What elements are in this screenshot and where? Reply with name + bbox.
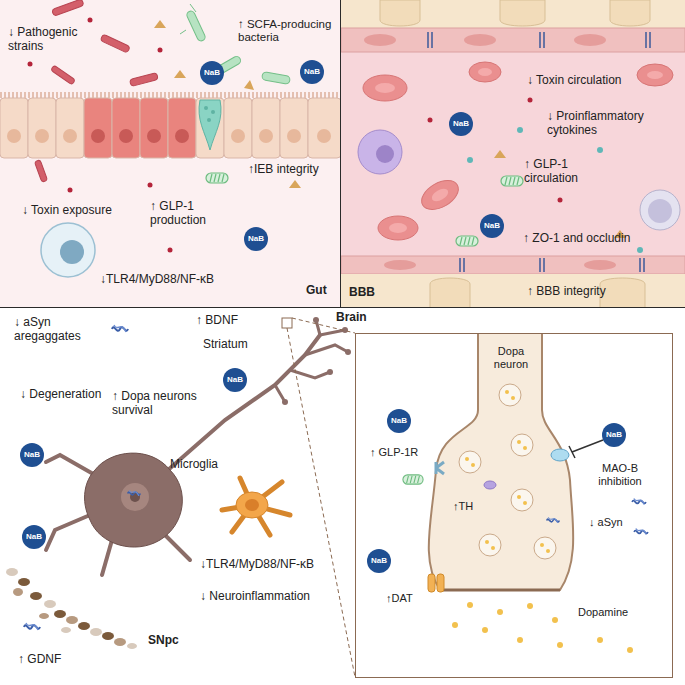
nab-label: NaB: [304, 67, 320, 76]
effect-label: ↑TH: [453, 500, 473, 513]
nab-circle: NaB: [244, 227, 268, 251]
nab-label: NaB: [484, 221, 500, 230]
gut-art: [0, 0, 341, 308]
nab-circle: NaB: [387, 409, 411, 433]
nab-label: NaB: [248, 234, 264, 243]
effect-label: ↑IEB integrity: [248, 163, 319, 177]
effect-label: ↑ GDNF: [18, 653, 61, 667]
nab-label: NaB: [606, 430, 622, 439]
effect-label: ↓ Pathogenic strains: [8, 26, 86, 54]
effect-label: ↑ BBB integrity: [527, 285, 606, 299]
bbb-art: [341, 0, 685, 308]
nab-label: NaB: [371, 556, 387, 565]
panel: BBB NaB NaB ↓ Toxin circulation ↑ GLP-1 circ…: [341, 0, 685, 308]
effect-label: ↑ Dopa neurons survival: [112, 390, 204, 418]
effect-label: ↑DAT: [386, 592, 413, 605]
inset-panel: Dopa neuronNaB NaB NaB ↑ GLP-1R MAO-B inhibi…: [355, 333, 673, 678]
nab-circle: NaB: [367, 549, 391, 573]
effect-label: ↑ ZO-1 and occludin: [523, 232, 630, 246]
nab-label: NaB: [453, 119, 469, 128]
effect-label: Striatum: [203, 338, 248, 352]
nab-label: NaB: [391, 416, 407, 425]
panel-title: Brain: [336, 311, 367, 325]
effect-label: ↓ Toxin circulation: [527, 74, 622, 88]
panel-title: BBB: [349, 286, 375, 300]
effect-label: ↑ GLP-1 production: [150, 200, 234, 228]
nab-label: NaB: [26, 532, 42, 541]
nab-label: NaB: [204, 68, 220, 77]
effect-label: ↓ Degeneration: [20, 388, 101, 402]
nab-circle: NaB: [200, 61, 224, 85]
panel-title: Gut: [306, 284, 327, 298]
effect-label: ↑ SCFA-producing bacteria: [238, 18, 338, 44]
effect-label: ↓ Toxin exposure: [22, 204, 112, 218]
effect-label: ↓ Neuroinflammation: [200, 590, 310, 604]
nab-circle: NaB: [602, 423, 626, 447]
effect-label: Dopamine: [578, 606, 628, 619]
effect-label: ↓TLR4/MyD88/NF-κB: [200, 558, 314, 572]
effect-label: ↓ aSyn: [589, 516, 623, 529]
nab-circle: NaB: [22, 525, 46, 549]
effect-label: ↓ aSyn aregaggates: [14, 316, 104, 344]
brain-art: [0, 308, 685, 685]
effect-label: ↑ GLP-1 circulation: [524, 158, 604, 186]
nab-circle: NaB: [20, 443, 44, 467]
nab-label: NaB: [227, 375, 243, 384]
effect-label: ↑ BDNF: [196, 314, 238, 328]
neuron-label: Dopa neuron: [484, 345, 538, 370]
effect-label: MAO-B inhibition: [584, 462, 656, 487]
nab-label: NaB: [24, 450, 40, 459]
nab-circle: NaB: [300, 60, 324, 84]
effect-label: ↓ Proinflammatory cytokines: [547, 110, 662, 138]
effect-label: SNpc: [148, 634, 179, 648]
panel: Gut NaB NaB NaB ↓ Pathogenic strains ↑ SCFA-p…: [0, 0, 341, 308]
nab-circle: NaB: [449, 112, 473, 136]
effect-label: ↓TLR4/MyD88/NF-κB: [100, 273, 214, 287]
effect-label: ↑ GLP-1R: [370, 446, 418, 459]
panel: BrainDopa neuronNaB NaB NaB ↑ GLP-1R MAO-B i…: [0, 308, 685, 685]
effect-label: Microglia: [170, 458, 218, 472]
nab-circle: NaB: [223, 368, 247, 392]
nab-circle: NaB: [480, 214, 504, 238]
